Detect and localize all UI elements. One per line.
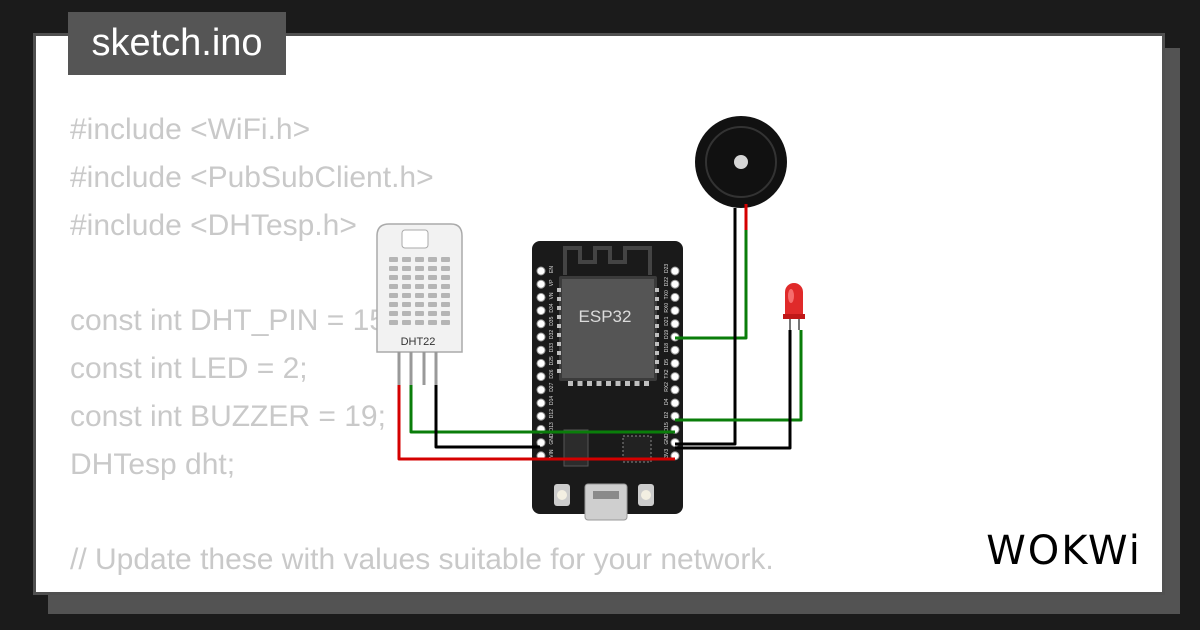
esp32-pin-label: D35 <box>549 316 555 325</box>
esp32-chip-label: ESP32 <box>579 307 632 326</box>
esp32-pin-left[interactable] <box>536 398 546 408</box>
esp32-pin-label: D13 <box>549 422 555 431</box>
esp32-pin-label: D12 <box>549 409 555 418</box>
esp32-pin-label: D4 <box>664 398 670 405</box>
boot-button[interactable] <box>554 484 570 506</box>
esp32-pin-right[interactable] <box>670 385 680 395</box>
esp32-pin-label: D32 <box>549 330 555 339</box>
code-line: const int BUZZER = 19; <box>70 399 386 433</box>
esp32-pin-right[interactable] <box>670 372 680 382</box>
red-led[interactable] <box>783 283 805 330</box>
esp32-pin-label: D18 <box>664 343 670 352</box>
esp32-pin-label: D19 <box>664 330 670 339</box>
reset-button[interactable] <box>638 484 654 506</box>
esp32-pin-left[interactable] <box>536 292 546 302</box>
esp32-pin-label: D26 <box>549 369 555 378</box>
code-line: #include <DHTesp.h> <box>70 208 357 242</box>
file-tab[interactable]: sketch.ino <box>68 12 286 75</box>
esp32-pin-left[interactable] <box>536 332 546 342</box>
esp32-pin-right[interactable] <box>670 398 680 408</box>
esp32-pin-label: D22 <box>664 277 670 286</box>
dht22-sensor[interactable]: DHT22 <box>376 223 463 385</box>
buzzer-ground-wire <box>675 208 737 446</box>
esp32-pin-right[interactable] <box>670 279 680 289</box>
esp32-pin-right[interactable] <box>670 319 680 329</box>
esp32-pin-left[interactable] <box>536 345 546 355</box>
buzzer-signal-wire <box>675 208 748 340</box>
wires <box>397 204 803 461</box>
esp32-pin-label: GND <box>664 433 670 445</box>
esp32-pin-label: D34 <box>549 303 555 312</box>
esp32-pin-label: D15 <box>664 422 670 431</box>
code-line: const int LED = 2; <box>70 351 308 385</box>
esp32-pin-left[interactable] <box>536 358 546 368</box>
esp32-pin-label: TX2 <box>664 369 670 378</box>
esp32-pin-right[interactable] <box>670 266 680 276</box>
esp32-pin-label: VIN <box>549 449 555 458</box>
esp32-pin-label: GND <box>549 433 555 445</box>
esp32-board[interactable]: ESP32 ENVPVND34D35D32D33D25D26D27D14D12D… <box>532 241 683 521</box>
esp32-pin-label: D2 <box>664 412 670 419</box>
esp32-pin-left[interactable] <box>536 279 546 289</box>
dht-data-wire <box>409 385 675 434</box>
esp32-pin-left[interactable] <box>536 319 546 329</box>
esp32-pin-left[interactable] <box>536 372 546 382</box>
dht-ground-wire <box>434 385 540 449</box>
esp32-pin-label: VN <box>549 292 555 299</box>
esp32-pin-right[interactable] <box>670 292 680 302</box>
dht22-label: DHT22 <box>401 336 436 348</box>
esp32-pin-left[interactable] <box>536 438 546 448</box>
wokwi-logo-text: WOKWi <box>986 528 1142 573</box>
esp32-pin-label: EN <box>549 266 555 273</box>
code-line: #include <WiFi.h> <box>70 113 311 146</box>
buzzer[interactable] <box>695 116 787 208</box>
code-line: // Update these with values suitable for… <box>70 543 774 577</box>
esp32-pin-label: D5 <box>664 359 670 366</box>
esp32-pin-label: D27 <box>549 382 555 391</box>
led-ground-wire <box>675 330 792 450</box>
esp32-pin-right[interactable] <box>670 345 680 355</box>
led-signal-wire <box>675 330 803 422</box>
code-line: DHTesp dht; <box>70 447 236 481</box>
esp32-pin-label: D25 <box>549 356 555 365</box>
esp32-pin-right[interactable] <box>670 306 680 316</box>
esp32-pin-left[interactable] <box>536 266 546 276</box>
code-line: #include <PubSubClient.h> <box>70 160 434 194</box>
code-preview: #include <WiFi.h> #include <PubSubClient… <box>70 106 774 584</box>
esp32-pin-label: D14 <box>549 396 555 405</box>
dht-power-wire <box>397 385 675 461</box>
esp32-pin-label: D21 <box>664 316 670 325</box>
esp32-pin-label: D33 <box>549 343 555 352</box>
esp32-pin-left[interactable] <box>536 385 546 395</box>
usb-port <box>584 483 628 521</box>
esp32-pin-label: RX0 <box>664 303 670 313</box>
esp32-pin-label: 3V3 <box>664 449 670 458</box>
esp32-pin-label: VP <box>549 279 555 286</box>
esp32-pin-label: TX0 <box>664 290 670 299</box>
esp32-pin-right[interactable] <box>670 358 680 368</box>
wokwi-logo[interactable]: WOKWi <box>978 527 1150 573</box>
esp32-pin-left[interactable] <box>536 306 546 316</box>
esp32-pin-label: D23 <box>664 264 670 273</box>
esp32-pin-label: RX2 <box>664 382 670 392</box>
esp32-pin-left[interactable] <box>536 411 546 421</box>
